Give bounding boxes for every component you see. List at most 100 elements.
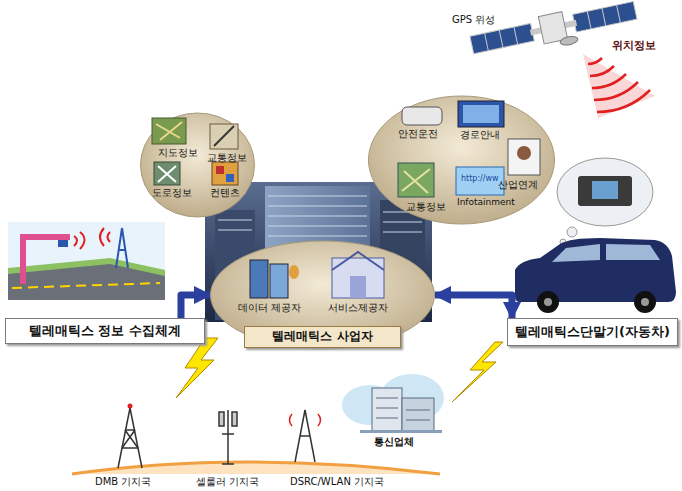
road-icon <box>154 162 180 185</box>
car-icon <box>402 107 442 125</box>
process-box: 텔레매틱스단말기(자동차) <box>507 318 678 346</box>
building <box>372 388 402 432</box>
satellite-label: GPS 위성 <box>452 14 495 26</box>
building <box>402 398 434 432</box>
ellipse-label: 지도정보 <box>158 147 198 159</box>
ground-strip <box>360 430 442 433</box>
car-body <box>515 238 676 302</box>
window-rows <box>376 398 430 420</box>
road-scene <box>8 222 165 300</box>
navi-icon <box>458 101 504 127</box>
data-drop <box>289 265 299 279</box>
solar-panel <box>470 23 534 53</box>
antenna-mast <box>122 228 128 268</box>
box-label: 텔레매틱스 정보 수집체계 <box>29 324 181 339</box>
panel-grid <box>485 33 489 51</box>
person-icon <box>508 139 540 175</box>
thought-dot <box>567 227 577 237</box>
wheel <box>537 291 559 313</box>
content-icon <box>212 162 238 185</box>
station-label: 셀룰러 기지국 <box>196 476 259 488</box>
ground-line <box>72 462 440 474</box>
signal-label: 위치정보 <box>612 40 656 53</box>
box-label: 텔레매틱스단말기(자동차) <box>515 325 670 340</box>
gantry-beam <box>20 234 70 240</box>
wheel-hub <box>641 298 649 306</box>
ellipse-label: 데이터 제공자 <box>238 302 301 314</box>
lightning <box>176 338 218 398</box>
lightning <box>452 342 503 402</box>
gantry-post <box>20 234 26 284</box>
car-window <box>552 244 600 262</box>
panel-grid <box>587 11 591 29</box>
screen <box>592 181 618 199</box>
gps-satellite <box>469 0 639 65</box>
solar-panel <box>573 2 637 32</box>
service-icon <box>350 276 366 298</box>
beam-cone <box>583 54 655 118</box>
box-label: 텔레매틱스 사업자 <box>272 330 372 344</box>
sky <box>8 222 165 300</box>
beam-arc <box>592 74 626 88</box>
ellipse-label: 교통정보 <box>406 201 446 213</box>
map-icon <box>156 122 182 140</box>
beam-arc <box>590 66 614 76</box>
ellipse-label: 서비스제공자 <box>328 302 388 314</box>
url-text: http://ww <box>461 174 499 183</box>
navi-icon <box>463 105 499 123</box>
antenna-mast <box>116 228 122 268</box>
ellipse-shape <box>140 112 255 218</box>
station-label: DSRC/WLAN 기지국 <box>290 476 384 488</box>
service-icon <box>332 252 384 270</box>
satellite-dish <box>559 35 578 47</box>
server-icon <box>250 260 268 298</box>
ellipse <box>141 113 255 217</box>
car-window <box>606 244 660 260</box>
http-icon <box>456 167 504 195</box>
ellipse-label: 경로안내 <box>460 129 500 141</box>
dmb-tower <box>118 404 142 469</box>
ellipse <box>369 96 555 224</box>
ellipse-label: 도로정보 <box>152 187 192 199</box>
dsrc-tower <box>290 410 321 462</box>
radio-wave <box>100 228 110 246</box>
road-icon <box>158 166 176 182</box>
person-icon <box>517 146 531 160</box>
ellipse-label: 산업연계 <box>498 179 538 191</box>
ellipse-label: 안전운전 <box>398 128 438 140</box>
camera <box>58 240 68 247</box>
road-marking <box>12 283 160 288</box>
ellipse-label: 교통정보 <box>207 152 247 164</box>
operator-ellipse: 데이터 제공자 서비스제공자텔레매틱스 사업자 <box>210 240 435 350</box>
ground <box>72 462 440 474</box>
ellipse-label: 컨텐츠 <box>210 187 240 199</box>
panel-grid <box>602 8 606 26</box>
panel-grid <box>617 5 621 23</box>
panel-grid <box>499 30 503 48</box>
panel-grid <box>514 27 518 45</box>
radio-wave <box>74 232 85 249</box>
content-icon <box>216 166 224 174</box>
ellipse <box>211 241 435 349</box>
wheel-hub <box>544 298 552 306</box>
ellipse-label: Infotainment <box>457 197 515 207</box>
traffic-icon <box>210 124 238 149</box>
traffic-map-icon <box>402 169 430 193</box>
company-label: 통신업체 <box>374 436 414 448</box>
beam-arc <box>588 58 602 64</box>
content-icon <box>226 174 234 182</box>
station-label: DMB 기지국 <box>95 476 151 488</box>
traffic-map-icon <box>398 163 434 197</box>
cellular-tower <box>219 410 237 464</box>
beam-arc <box>597 90 650 112</box>
server-icon <box>270 264 288 298</box>
telecom-building <box>342 374 444 433</box>
traffic-icon <box>214 126 234 146</box>
wheel <box>634 291 656 313</box>
antenna-mast <box>118 249 126 251</box>
signal-beam <box>583 54 655 118</box>
dashboard <box>578 176 632 206</box>
process-box: 텔레매틱스 정보 수집체계 <box>5 318 205 344</box>
road <box>8 264 165 300</box>
block-arrow <box>181 295 210 318</box>
